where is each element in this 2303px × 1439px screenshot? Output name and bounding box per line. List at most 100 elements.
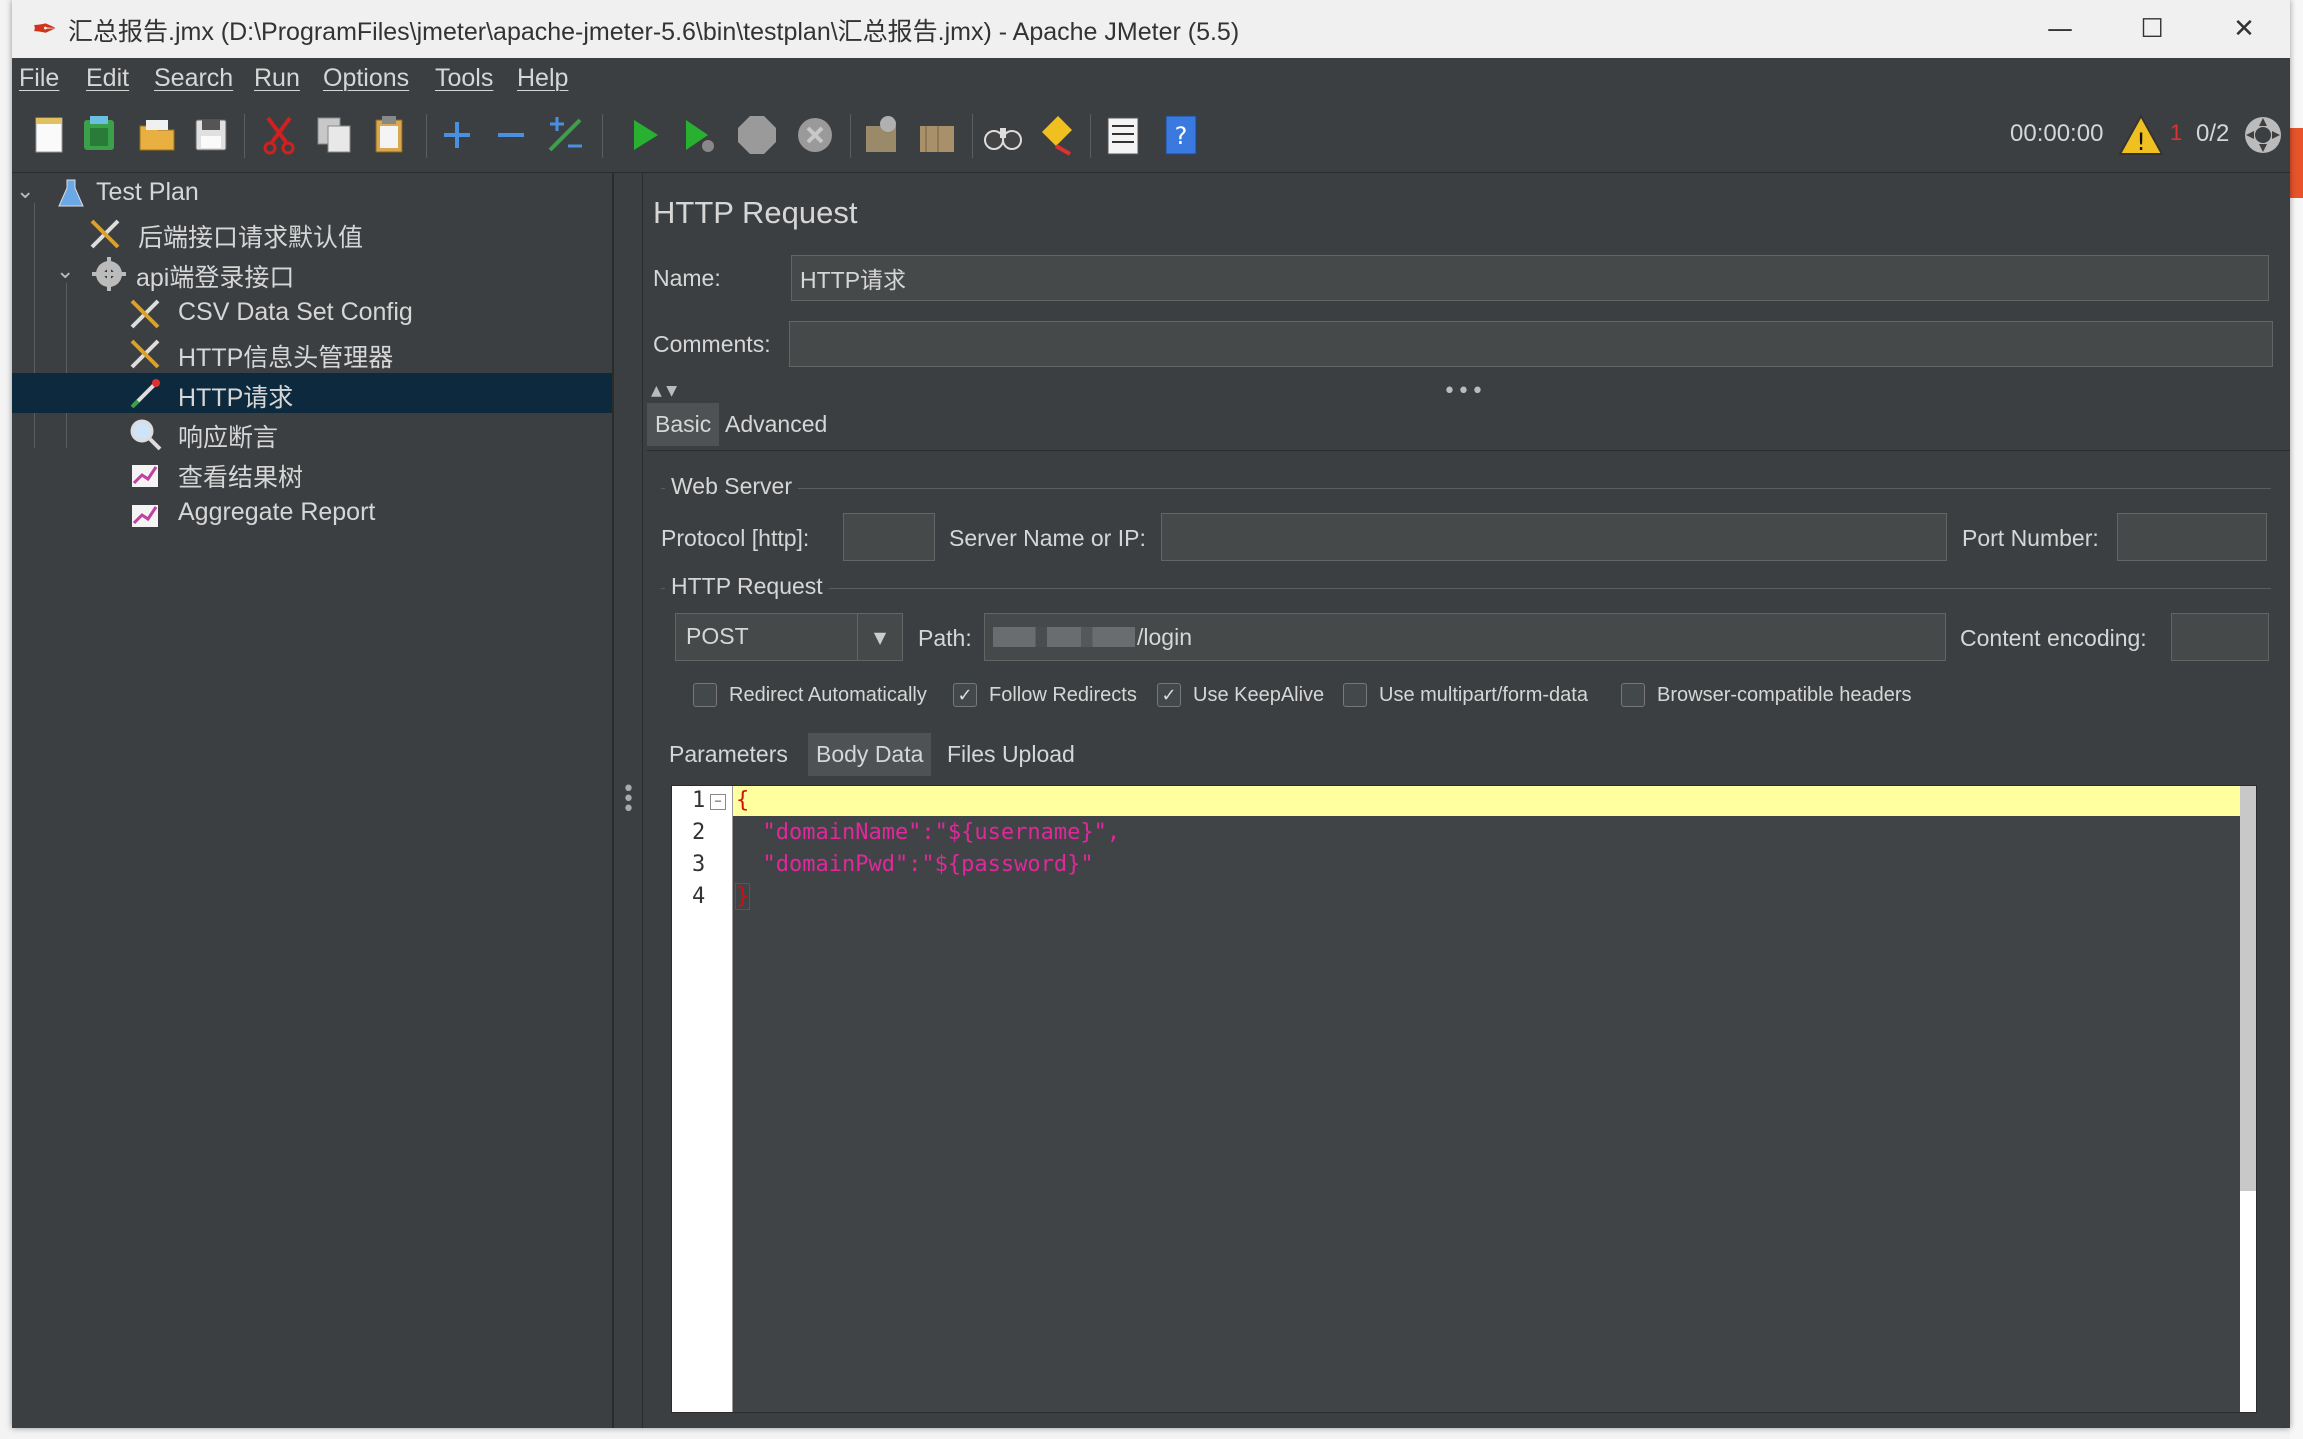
- templates-icon[interactable]: [76, 112, 122, 158]
- tree-item-results-tree[interactable]: 查看结果树: [12, 453, 612, 493]
- chevron-down-icon[interactable]: ⌄: [16, 179, 35, 204]
- expand-icon[interactable]: [434, 112, 480, 158]
- tab-basic[interactable]: Basic: [647, 403, 720, 446]
- tree-label: Test Plan: [96, 178, 199, 206]
- cut-icon[interactable]: [256, 112, 302, 158]
- clear-all-icon[interactable]: [914, 112, 960, 158]
- follow-redirects-checkbox[interactable]: ✓ Follow Redirects: [953, 683, 1137, 707]
- pipette-icon: [128, 377, 162, 411]
- tree-item-header-manager[interactable]: HTTP信息头管理器: [12, 333, 612, 373]
- open-icon[interactable]: [134, 112, 180, 158]
- tree-item-test-plan[interactable]: ⌄ Test Plan: [12, 173, 612, 213]
- path-value: /login: [1137, 623, 1192, 650]
- protocol-field[interactable]: [843, 513, 935, 561]
- new-icon[interactable]: [26, 112, 72, 158]
- menu-file[interactable]: File: [19, 64, 60, 92]
- tab-parameters[interactable]: Parameters: [669, 741, 788, 767]
- port-number-field[interactable]: [2117, 513, 2267, 561]
- shutdown-icon[interactable]: [792, 112, 838, 158]
- save-icon[interactable]: [188, 112, 234, 158]
- remote-status-icon[interactable]: [2240, 112, 2286, 158]
- test-plan-tree: ⌄ Test Plan 后端接口请求默认值 ⌄ api端登录接口 CSV Dat…: [12, 173, 614, 1428]
- line-number: 3: [692, 852, 706, 877]
- maximize-button[interactable]: ☐: [2140, 14, 2164, 44]
- chevron-down-icon[interactable]: ▼: [857, 614, 902, 660]
- comments-field[interactable]: [789, 321, 2273, 367]
- menu-help[interactable]: Help: [517, 64, 569, 92]
- drag-handle-icon[interactable]: •••: [622, 777, 635, 822]
- line-number: 1: [692, 788, 706, 813]
- tree-item-response-assertion[interactable]: 响应断言: [12, 413, 612, 453]
- start-icon[interactable]: [622, 112, 668, 158]
- more-icon[interactable]: •••: [1443, 379, 1485, 404]
- use-multipart-checkbox[interactable]: Use multipart/form-data: [1343, 683, 1588, 707]
- fold-collapse-icon[interactable]: −: [710, 794, 726, 810]
- check-icon[interactable]: ✓: [1157, 683, 1181, 707]
- server-name-label: Server Name or IP:: [949, 525, 1146, 551]
- tools-icon: [88, 217, 122, 251]
- svg-text:!: !: [2136, 128, 2146, 156]
- checkbox-label: Browser-compatible headers: [1657, 683, 1912, 706]
- content-encoding-field[interactable]: [2171, 613, 2269, 661]
- toggle-icon[interactable]: [542, 112, 588, 158]
- browser-compatible-headers-checkbox[interactable]: Browser-compatible headers: [1621, 683, 1912, 707]
- scrollbar-thumb[interactable]: [2240, 786, 2256, 1191]
- help-icon[interactable]: ?: [1158, 112, 1204, 158]
- check-icon[interactable]: ✓: [953, 683, 977, 707]
- jmeter-feather-icon: ✒: [32, 12, 58, 47]
- path-field[interactable]: /login: [984, 613, 1946, 661]
- menu-tools[interactable]: Tools: [435, 64, 494, 92]
- split-pane-divider[interactable]: •••: [614, 173, 643, 1428]
- tab-files-upload[interactable]: Files Upload: [947, 741, 1075, 767]
- redirect-automatically-checkbox[interactable]: Redirect Automatically: [693, 683, 927, 707]
- checkbox-box[interactable]: [693, 683, 717, 707]
- close-button[interactable]: ✕: [2233, 14, 2255, 44]
- name-label: Name:: [653, 265, 721, 291]
- copy-icon[interactable]: [312, 112, 358, 158]
- body-data-editor[interactable]: 1 − 2 3 4 { "domainName":"${username}", …: [671, 785, 2257, 1413]
- tree-item-defaults[interactable]: 后端接口请求默认值: [12, 213, 612, 253]
- code-line: {: [736, 788, 750, 813]
- method-select[interactable]: POST ▼: [675, 613, 903, 661]
- collapse-arrows-icon[interactable]: ▲ ▼: [651, 383, 677, 399]
- protocol-label: Protocol [http]:: [661, 525, 810, 551]
- function-helper-icon[interactable]: [1100, 112, 1146, 158]
- code-line: "domainName":"${username}",: [736, 820, 1121, 845]
- menu-search[interactable]: Search: [154, 64, 234, 92]
- flask-icon: [54, 177, 88, 211]
- comments-label: Comments:: [653, 331, 771, 357]
- reset-search-icon[interactable]: [1034, 112, 1080, 158]
- tree-item-csv-config[interactable]: CSV Data Set Config: [12, 293, 612, 333]
- menu-options[interactable]: Options: [323, 64, 410, 92]
- code-line: }: [734, 883, 751, 910]
- stop-icon[interactable]: [734, 112, 780, 158]
- minimize-button[interactable]: —: [2047, 14, 2073, 44]
- checkbox-box[interactable]: [1621, 683, 1645, 707]
- menu-edit[interactable]: Edit: [86, 64, 130, 92]
- search-icon[interactable]: [980, 112, 1026, 158]
- paste-icon[interactable]: [366, 112, 412, 158]
- menu-run[interactable]: Run: [254, 64, 300, 92]
- server-name-field[interactable]: [1161, 513, 1947, 561]
- tree-item-thread-group[interactable]: ⌄ api端登录接口: [12, 253, 612, 293]
- checkbox-label: Redirect Automatically: [729, 683, 927, 706]
- desktop-background: [2290, 0, 2303, 1439]
- tree-item-aggregate-report[interactable]: Aggregate Report: [12, 493, 612, 533]
- editor-scrollbar[interactable]: [2240, 786, 2256, 1412]
- clear-icon[interactable]: [858, 112, 904, 158]
- jmeter-window: ✒ 汇总报告.jmx (D:\ProgramFiles\jmeter\apach…: [12, 0, 2290, 1428]
- active-threads: 0/2: [2196, 120, 2230, 147]
- collapse-icon[interactable]: [488, 112, 534, 158]
- name-field[interactable]: HTTP请求: [791, 255, 2269, 301]
- graph-icon: [128, 497, 162, 531]
- toolbar: ? 00:00:00 ! 1 0/2: [12, 100, 2290, 173]
- start-no-pause-icon[interactable]: [676, 112, 722, 158]
- checkbox-box[interactable]: [1343, 683, 1367, 707]
- use-keepalive-checkbox[interactable]: ✓ Use KeepAlive: [1157, 683, 1324, 707]
- svg-text:?: ?: [1175, 122, 1188, 150]
- chevron-down-icon[interactable]: ⌄: [56, 259, 75, 284]
- tab-advanced[interactable]: Advanced: [725, 411, 828, 437]
- warning-icon[interactable]: !: [2118, 112, 2164, 158]
- tree-item-http-request[interactable]: HTTP请求: [12, 373, 612, 413]
- tab-body-data[interactable]: Body Data: [808, 733, 932, 776]
